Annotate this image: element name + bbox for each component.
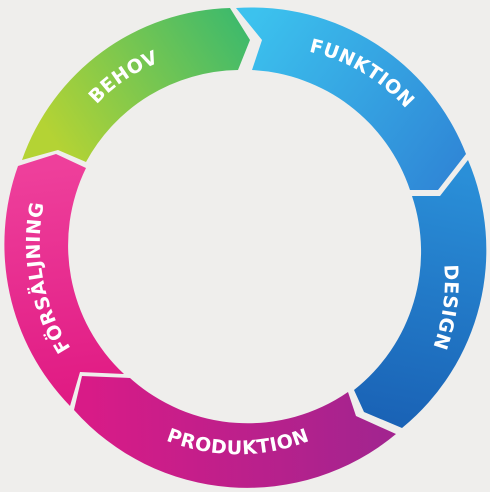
segment-funktion [236,7,466,191]
segment-behov [22,8,250,162]
segment-forsaljning [4,154,124,406]
segment-design [354,160,487,428]
segment-produktion [74,376,396,488]
